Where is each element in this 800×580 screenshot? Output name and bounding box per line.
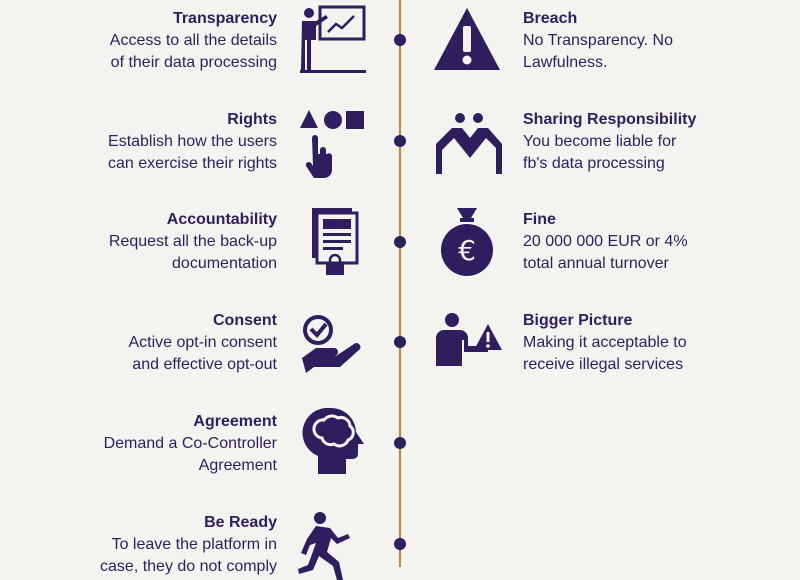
item-title: Bigger Picture bbox=[523, 312, 633, 329]
presentation-icon bbox=[298, 4, 368, 74]
item-text: Active opt-in consent bbox=[128, 334, 277, 351]
item-text: Access to all the details bbox=[109, 32, 277, 49]
item-text: Demand a Co-Controller bbox=[103, 435, 277, 452]
item-text: can exercise their rights bbox=[108, 155, 277, 172]
timeline-dot bbox=[394, 236, 406, 248]
left-item-agreement: Agreement Demand a Co-Controller Agreeme… bbox=[0, 411, 277, 477]
right-item-bigger-picture: Bigger Picture Making it acceptable to r… bbox=[523, 310, 783, 376]
warning-icon bbox=[432, 6, 502, 76]
item-text: receive illegal services bbox=[523, 356, 684, 373]
item-text: and effective opt-out bbox=[132, 356, 277, 373]
item-title: Accountability bbox=[166, 211, 277, 228]
item-text: No Transparency. No bbox=[523, 32, 673, 49]
timeline-dot bbox=[394, 538, 406, 550]
left-item-consent: Consent Active opt-in consent and effect… bbox=[0, 310, 277, 376]
timeline-dot bbox=[394, 336, 406, 348]
item-text: Making it acceptable to bbox=[523, 334, 687, 351]
running-person-icon bbox=[298, 510, 368, 580]
timeline-dot bbox=[394, 34, 406, 46]
item-title: Fine bbox=[523, 211, 556, 228]
right-item-breach: Breach No Transparency. No Lawfulness. bbox=[523, 8, 783, 74]
item-text: You become liable for bbox=[523, 133, 677, 150]
person-warning-icon bbox=[432, 310, 502, 380]
item-title: Sharing Responsibility bbox=[523, 111, 697, 128]
item-title: Transparency bbox=[172, 10, 277, 27]
right-item-sharing-responsibility: Sharing Responsibility You become liable… bbox=[523, 109, 783, 175]
item-title: Be Ready bbox=[204, 514, 277, 531]
left-item-transparency: Transparency Access to all the details o… bbox=[0, 8, 277, 74]
item-text: of their data processing bbox=[110, 54, 277, 71]
item-text: To leave the platform in bbox=[111, 536, 277, 553]
left-item-rights: Rights Establish how the users can exerc… bbox=[0, 109, 277, 175]
head-brain-icon bbox=[302, 406, 372, 476]
svg-text:€: € bbox=[458, 234, 476, 267]
item-title: Agreement bbox=[193, 413, 277, 430]
check-hand-icon bbox=[300, 308, 370, 378]
euro-bag-icon: € bbox=[432, 206, 502, 276]
handshake-icon bbox=[432, 110, 502, 180]
item-title: Rights bbox=[227, 111, 277, 128]
shapes-pointer-icon bbox=[298, 108, 368, 178]
item-text: Establish how the users bbox=[108, 133, 277, 150]
item-title: Breach bbox=[523, 10, 578, 27]
item-text: 20 000 000 EUR or 4% bbox=[523, 233, 688, 250]
documents-lock-icon bbox=[304, 206, 374, 276]
left-item-accountability: Accountability Request all the back-up d… bbox=[0, 209, 277, 275]
item-text: Lawfulness. bbox=[523, 54, 608, 71]
item-text: total annual turnover bbox=[523, 255, 669, 272]
left-item-be-ready: Be Ready To leave the platform in case, … bbox=[0, 512, 277, 578]
item-text: documentation bbox=[172, 255, 277, 272]
timeline-line bbox=[399, 0, 401, 567]
item-text: case, they do not comply bbox=[100, 558, 277, 575]
timeline-dot bbox=[394, 437, 406, 449]
item-text: fb's data processing bbox=[523, 155, 665, 172]
item-text: Request all the back-up bbox=[108, 233, 277, 250]
item-title: Consent bbox=[213, 312, 277, 329]
timeline-dot bbox=[394, 135, 406, 147]
right-item-fine: Fine 20 000 000 EUR or 4% total annual t… bbox=[523, 209, 783, 275]
item-text: Agreement bbox=[198, 457, 277, 474]
